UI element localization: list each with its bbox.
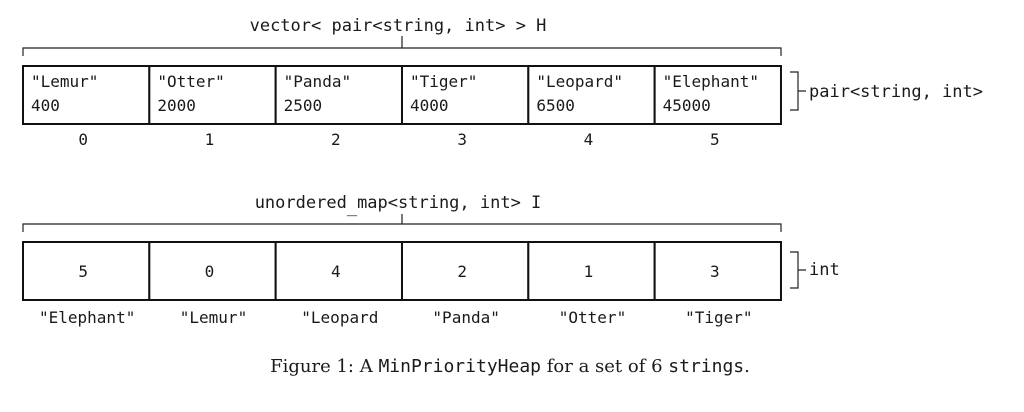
vector-cell-value: 2500 <box>284 96 323 115</box>
vector-cells: "Lemur" 400 "Otter" 2000 "Panda" 2500 "Tiger" 4… <box>22 65 782 125</box>
vector-cell-name: "Tiger" <box>410 72 477 91</box>
map-cells: 5 0 4 2 1 3 <box>22 241 782 301</box>
vector-cell-value: 45000 <box>663 96 711 115</box>
vector-index-label: 3 <box>457 130 467 149</box>
map-side-label: int <box>809 260 840 280</box>
vector-cell <box>653 65 782 125</box>
vector-cell <box>527 65 656 125</box>
map-cell-value: 2 <box>457 262 467 281</box>
vector-index-label: 1 <box>205 130 215 149</box>
map-cell <box>274 241 403 301</box>
map-cell <box>400 241 530 301</box>
vector-cell-value: 4000 <box>410 96 449 115</box>
map-key-label: "Otter" <box>559 308 626 327</box>
map-key-label: "Elephant" <box>39 308 135 327</box>
vector-cell-name: "Leopard" <box>536 72 623 91</box>
map-cell <box>22 241 151 301</box>
caption-type-name: strings <box>668 356 744 377</box>
map-cell <box>653 241 782 301</box>
map-cell-value: 0 <box>205 262 215 281</box>
map-title-suffix: map<string, int> I <box>357 193 541 213</box>
map-keys: "Elephant" "Lemur" "Leopard "Panda" "Otter" "… <box>39 308 753 327</box>
map-cell <box>527 241 656 301</box>
map-key-label: "Panda" <box>432 308 499 327</box>
vector-cell-value: 6500 <box>536 96 575 115</box>
vector-cell-name: "Panda" <box>284 72 351 91</box>
vector-cell-name: "Otter" <box>157 72 224 91</box>
map-cell-value: 1 <box>584 262 594 281</box>
map-cell-value: 4 <box>331 262 341 281</box>
map-span-bracket <box>22 214 782 232</box>
vector-index-label: 5 <box>710 130 720 149</box>
vector-indices: 0 1 2 3 4 5 <box>78 130 719 149</box>
vector-title: vector< pair<string, int> > H <box>250 16 547 36</box>
map-title: unordered_map<string, int> I <box>255 193 542 217</box>
map-title-underscore: _ <box>347 197 358 217</box>
map-side-bracket <box>790 251 806 289</box>
map-key-label: "Leopard <box>301 308 378 327</box>
vector-cell-name: "Elephant" <box>663 72 759 91</box>
map-key-label: "Tiger" <box>685 308 752 327</box>
vector-cell <box>22 65 151 125</box>
vector-index-label: 4 <box>584 130 594 149</box>
map-cell-value: 3 <box>710 262 720 281</box>
vector-side-label: pair<string, int> <box>809 82 983 102</box>
vector-side-bracket <box>790 71 806 111</box>
vector-span-bracket <box>22 36 782 56</box>
figure-caption: Figure 1: A MinPriorityHeap for a set of… <box>270 356 750 377</box>
vector-index-label: 2 <box>331 130 341 149</box>
map-title-prefix: unordered <box>255 193 347 213</box>
vector-cell <box>148 65 277 125</box>
vector-cell-value: 400 <box>31 96 60 115</box>
caption-class-name: MinPriorityHeap <box>378 356 541 377</box>
caption-middle: for a set of 6 <box>541 356 668 377</box>
map-cell-value: 5 <box>78 262 88 281</box>
vector-index-label: 0 <box>78 130 88 149</box>
caption-suffix: . <box>744 356 750 377</box>
caption-prefix: Figure 1: A <box>270 356 378 377</box>
vector-cell-name: "Lemur" <box>31 72 98 91</box>
vector-cell-value: 2000 <box>157 96 196 115</box>
map-cell <box>148 241 277 301</box>
map-key-label: "Lemur" <box>180 308 247 327</box>
vector-cell <box>274 65 403 125</box>
